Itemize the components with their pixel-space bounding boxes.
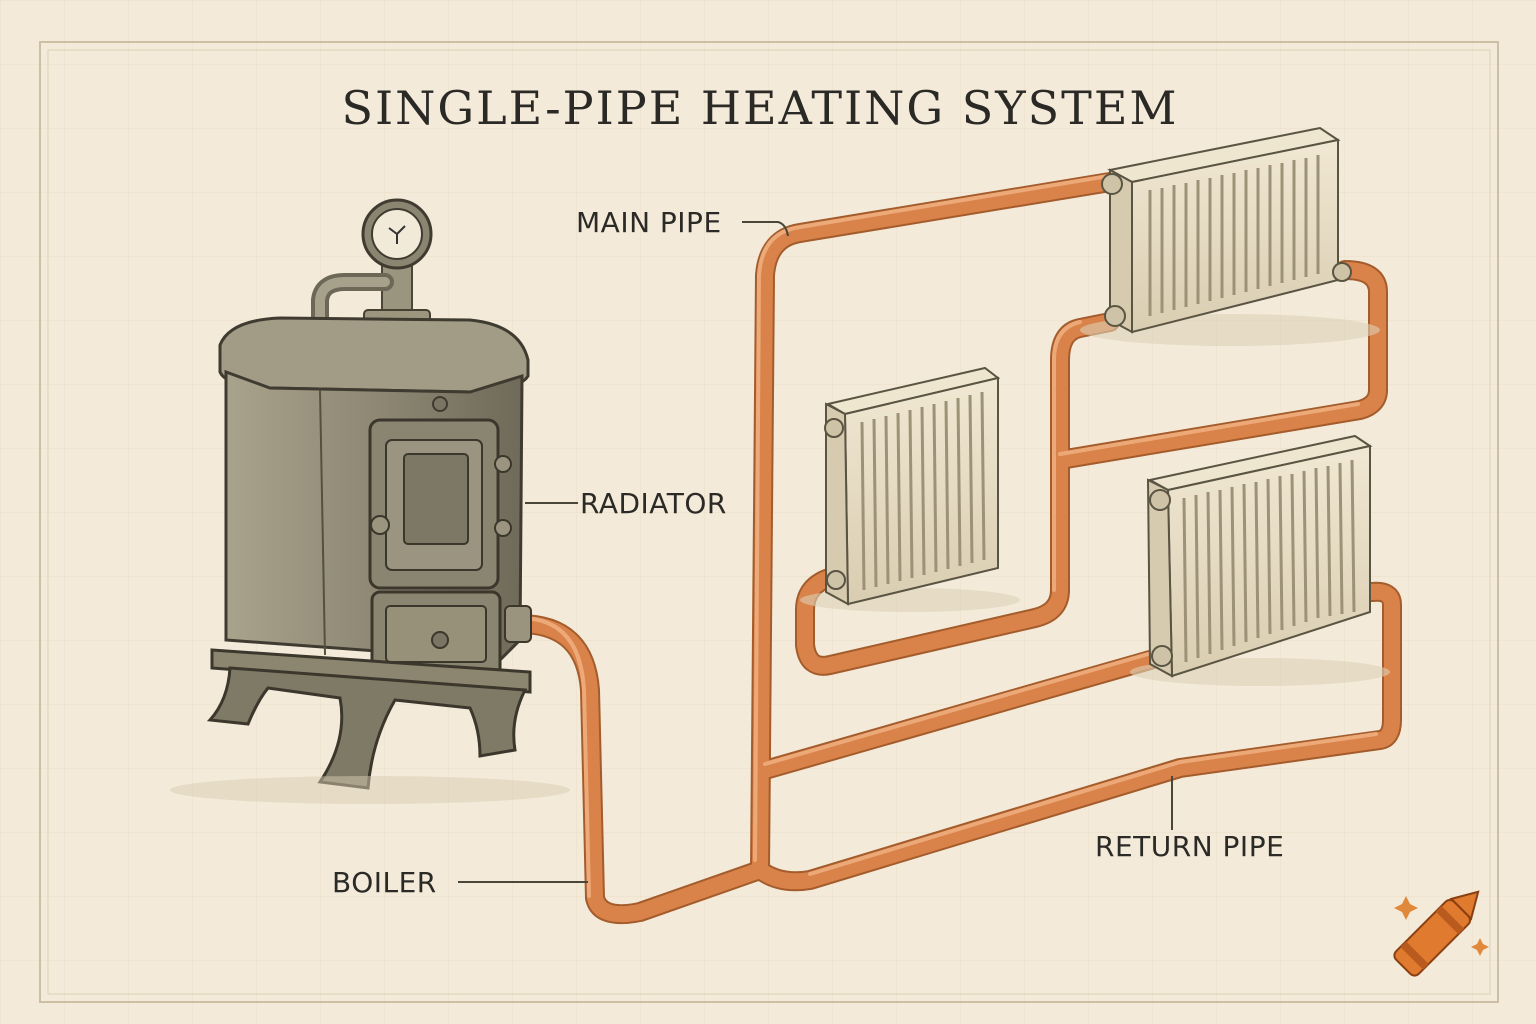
crayon-logo-icon (1393, 890, 1480, 977)
return-pipe (752, 583, 1400, 890)
radiator-label: RADIATOR (580, 487, 727, 520)
radiator-bottom (1130, 434, 1390, 686)
boiler-label: BOILER (332, 866, 437, 899)
inner-frame (47, 49, 1491, 995)
outer-frame (39, 41, 1499, 1003)
boiler-supply-pipe (512, 616, 768, 923)
return-pipe-upper-loop (1052, 262, 1386, 468)
boiler-top (218, 316, 530, 394)
diagram-title: SINGLE-PIPE HEATING SYSTEM (341, 81, 1178, 135)
radiator-top (1080, 126, 1380, 346)
pressure-gauge-icon (361, 198, 433, 313)
main-pipe-label: MAIN PIPE (576, 206, 722, 239)
boiler (170, 198, 570, 804)
branch-pipe-lower-right (757, 652, 1158, 778)
pipe-network (510, 172, 1402, 925)
boiler-ash-drawer (370, 590, 502, 678)
boiler-base (210, 648, 532, 694)
main-pipe-leader (742, 221, 789, 237)
boiler-fire-door (368, 418, 512, 590)
main-pipe (752, 174, 1118, 878)
boiler-outlet-fitting (504, 605, 532, 643)
callouts: MAIN PIPE RADIATOR RETURN PIPE BOILER (332, 206, 1284, 899)
sparkle-icon (1394, 896, 1489, 956)
return-pipe-label: RETURN PIPE (1095, 830, 1284, 863)
radiator-middle (800, 366, 1020, 612)
